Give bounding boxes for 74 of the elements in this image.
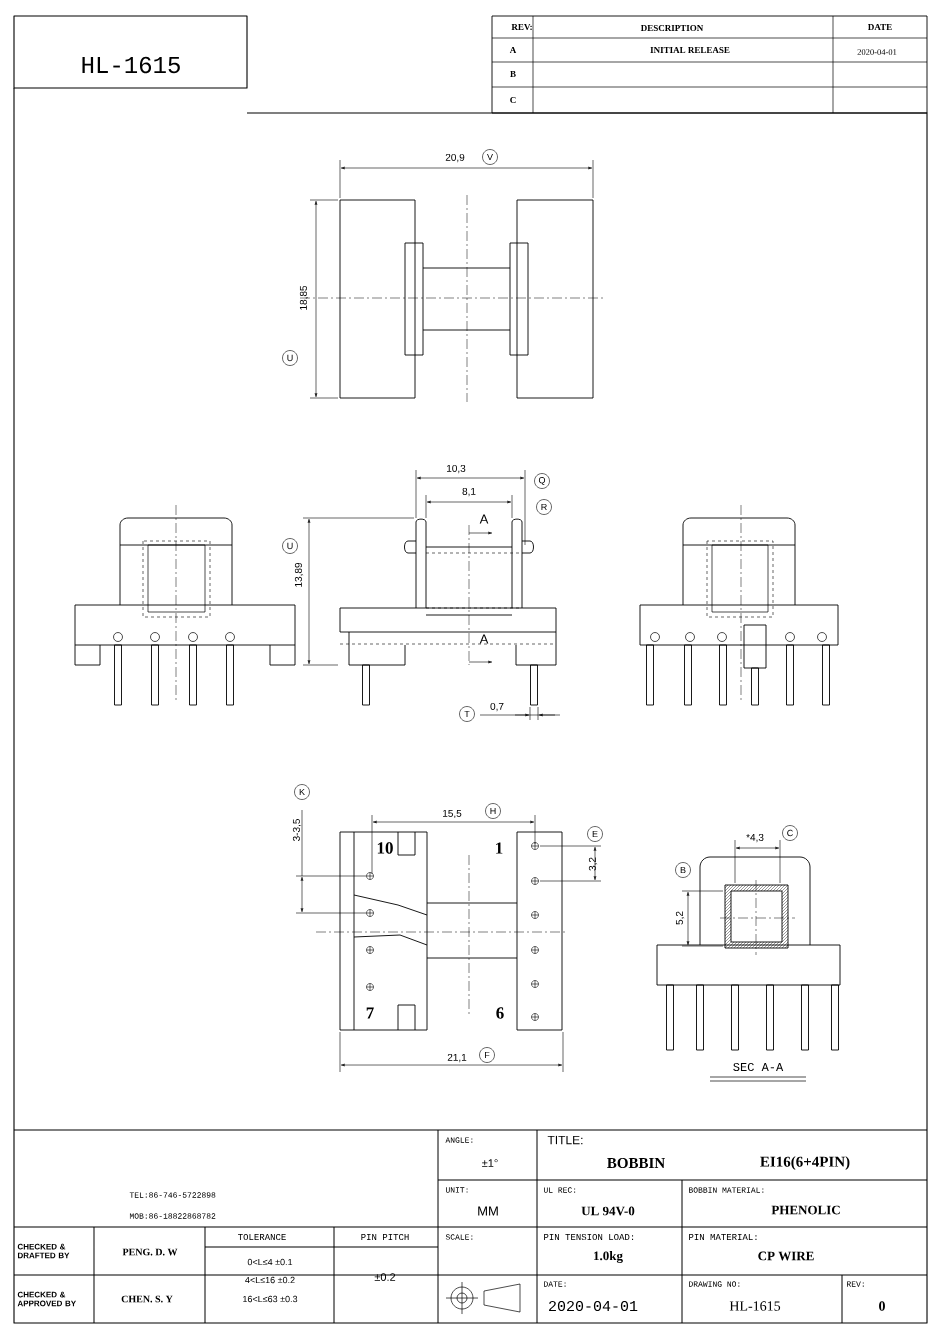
contact-text: MOB:86-18822868782	[129, 1213, 216, 1219]
dimension-value: 21,1	[447, 1053, 467, 1063]
dimension-value: 3-3,5	[292, 819, 302, 842]
callout-letter: R	[536, 499, 552, 515]
dimension-value: 15,5	[443, 809, 462, 819]
callout-letter: C	[782, 825, 798, 841]
tolerance-text: 0<L≤4 ±0.1	[247, 1258, 293, 1266]
field-value: MM	[478, 1206, 498, 1216]
callout-letter: E	[587, 826, 603, 842]
drawing-number: HL-1615	[82, 56, 180, 74]
field-label: BOBBIN MATERIAL:	[689, 1187, 764, 1193]
field-value: ±1°	[482, 1159, 498, 1167]
field-label: UL REC:	[544, 1187, 576, 1193]
title-text: EI16(6+4PIN)	[760, 1156, 850, 1170]
callout-letter: Q	[534, 473, 550, 489]
callout-letter: U	[282, 350, 298, 366]
dimension-value: *4,3	[746, 833, 764, 843]
field-label: PIN TENSION LOAD:	[544, 1233, 634, 1241]
revision-letter: C	[510, 97, 516, 104]
field-label: DRAWING NO:	[689, 1281, 740, 1287]
field-value: UL 94V-0	[581, 1206, 635, 1216]
field-value: PENG. D. W	[122, 1248, 178, 1256]
field-label: CHECKED & APPROVED BY	[17, 1291, 76, 1307]
column-header: TOLERANCE	[238, 1233, 286, 1241]
field-label: DATE:	[544, 1281, 566, 1287]
field-value: HL-1615	[729, 1301, 781, 1311]
field-value: 2020-04-01	[549, 1300, 638, 1312]
field-label: PIN MATERIAL:	[689, 1234, 757, 1240]
pin-number: 7	[366, 1007, 374, 1019]
field-value: ±0.2	[374, 1273, 396, 1281]
field-label: CHECKED & DRAFTED BY	[17, 1243, 70, 1259]
dimension-value: 8,1	[462, 487, 476, 497]
field-value: CP WIRE	[758, 1251, 814, 1261]
title-text: BOBBIN	[607, 1158, 665, 1169]
revision-text: INITIAL RELEASE	[650, 47, 730, 54]
section-letter: A	[479, 514, 489, 524]
dimension-value: 10,3	[447, 464, 466, 474]
callout-letter: F	[479, 1047, 495, 1063]
revision-date: 2020-04-01	[857, 49, 897, 55]
tolerance-text: 4<L≤16 ±0.2	[245, 1276, 295, 1284]
revision-letter: B	[510, 71, 516, 77]
callout-letter: U	[282, 538, 298, 554]
dimension-value: 3,2	[588, 857, 598, 871]
pin-number: 10	[377, 842, 393, 854]
field-value: PHENOLIC	[771, 1205, 840, 1215]
callout-letter: T	[459, 706, 475, 722]
field-label: ANGLE:	[445, 1137, 473, 1143]
callout-letter: B	[675, 862, 691, 878]
dimension-value: 5,2	[675, 911, 685, 925]
contact-text: TEL:86-746-5722898	[129, 1192, 216, 1198]
callout-letter: V	[482, 149, 498, 165]
field-value: CHEN. S. Y	[121, 1295, 173, 1303]
field-value: 0	[879, 1301, 885, 1311]
callout-letter: H	[485, 803, 501, 819]
section-caption: SEC A-A	[733, 1062, 784, 1072]
section-letter: A	[479, 634, 489, 644]
column-header: PIN PITCH	[361, 1233, 409, 1241]
revision-letter: A	[509, 47, 517, 53]
dimension-value: 20,9	[445, 153, 465, 163]
field-label: SCALE:	[445, 1234, 473, 1240]
pin-number: 1	[496, 842, 503, 854]
field-label: UNIT:	[446, 1187, 468, 1193]
column-header: DESCRIPTION	[640, 25, 704, 32]
column-header: DATE	[868, 24, 892, 30]
dimension-value: 13,89	[294, 562, 304, 587]
field-label: REV:	[847, 1281, 864, 1287]
field-label: TITLE:	[547, 1135, 583, 1145]
pin-number: 6	[496, 1007, 504, 1019]
dimension-value: 0,7	[490, 702, 504, 712]
field-value: 1.0kg	[594, 1251, 623, 1263]
dimension-value: 18,85	[299, 285, 309, 310]
column-header: REV:	[511, 24, 532, 30]
tolerance-text: 16<L≤63 ±0.3	[243, 1295, 298, 1303]
callout-letter: K	[294, 784, 310, 800]
